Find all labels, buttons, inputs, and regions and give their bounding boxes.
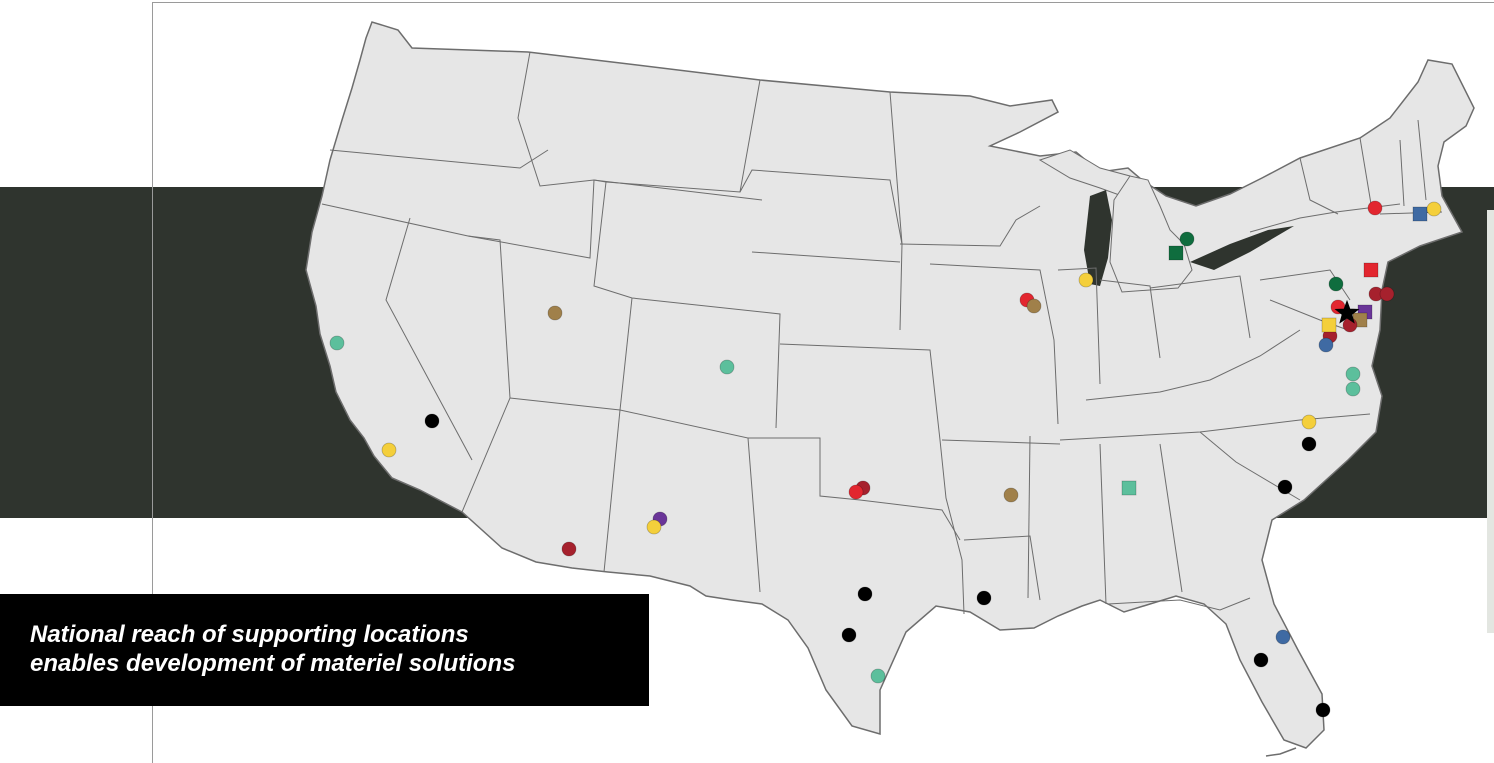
marker-pa-green (1328, 276, 1344, 292)
marker-houston (870, 668, 886, 684)
marker-yuma (561, 541, 577, 557)
marker-apg-blue (1318, 337, 1334, 353)
marker-texas-2 (841, 627, 857, 643)
marker-ridgecrest (424, 413, 440, 429)
marker-san-francisco (329, 335, 345, 351)
marker-picatinny (1363, 262, 1379, 278)
frame-line-top (152, 2, 1494, 3)
conus-outline (305, 21, 1475, 749)
marker-miami (1315, 702, 1331, 718)
background-white (0, 0, 152, 187)
marker-arkansas (1003, 487, 1019, 503)
marker-natick-2 (1426, 201, 1442, 217)
marker-natick-1 (1412, 206, 1428, 222)
marker-watervliet (1367, 200, 1383, 216)
marker-apg-yellow (1321, 317, 1337, 333)
marker-huntsville (1121, 480, 1137, 496)
marker-los-angeles (381, 442, 397, 458)
frame-line-left (152, 2, 153, 763)
marker-colorado (719, 359, 735, 375)
caption-line-1: National reach of supporting locations (30, 621, 469, 648)
marker-virginia-1 (1345, 366, 1361, 382)
marker-albuquerque-2 (646, 519, 662, 535)
marker-tampa (1253, 652, 1269, 668)
marker-virginia-2 (1345, 381, 1361, 397)
state-borders (321, 51, 1443, 615)
marker-nc-black (1301, 436, 1317, 452)
marker-rock-island-2 (1026, 298, 1042, 314)
marker-lawton-2 (848, 484, 864, 500)
side-panel (1487, 210, 1494, 633)
marker-louisiana (976, 590, 992, 606)
florida-keys (1265, 747, 1297, 757)
location-markers (329, 200, 1442, 718)
lake-michigan (1084, 190, 1112, 286)
marker-apg-star (1334, 299, 1360, 324)
marker-sc (1277, 479, 1293, 495)
marker-chicago (1078, 272, 1094, 288)
caption-line-2: enables development of materiel solution… (30, 650, 516, 677)
marker-nj-2 (1379, 286, 1395, 302)
caption-box: National reach of supporting locations e… (0, 594, 649, 706)
us-landmass (305, 21, 1475, 757)
lake-erie-ontario (1190, 226, 1294, 270)
marker-nc-yellow (1301, 414, 1317, 430)
marker-detroit-2 (1179, 231, 1195, 247)
marker-texas-1 (857, 586, 873, 602)
marker-orlando (1275, 629, 1291, 645)
marker-salt-lake (547, 305, 563, 321)
marker-detroit-1 (1168, 245, 1184, 261)
